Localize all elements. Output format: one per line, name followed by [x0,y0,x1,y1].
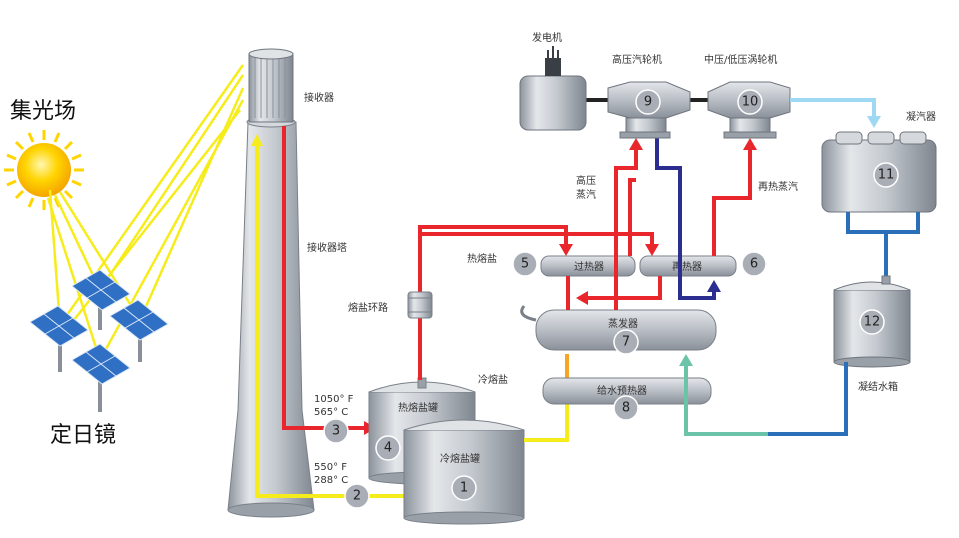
badge-3: 3 [323,418,349,444]
heliostat-3 [109,299,169,362]
tower-hot-pipe [282,126,336,430]
condenser-label: 凝汽器 [906,110,936,123]
arrow-to-hp-turbine [629,138,643,150]
generator [519,46,587,131]
hot-temp-c: 565° C [314,407,348,418]
reheat-steam-label: 再热蒸汽 [758,180,798,193]
generator-label: 发电机 [532,31,562,44]
hot-temp-f: 1050° F [314,394,354,405]
heliostat-field-label: 集光场 [10,99,76,124]
sun-rays [46,189,142,361]
receiver-tower-label: 接收器塔 [307,241,347,254]
receiver-label: 接收器 [304,91,334,104]
feedwater-preheater: 给水预热器 [542,377,712,405]
svg-text:2: 2 [353,489,361,504]
mlp-turbine-label: 中压/低压涡轮机 [704,53,777,66]
badge-12: 12 [859,309,885,335]
badge-2: 2 [344,483,370,509]
receiver-tower [227,48,315,518]
svg-text:4: 4 [384,441,392,456]
svg-text:1: 1 [460,481,468,496]
badge-7: 7 [613,329,639,355]
cold-temp-c: 288° C [314,475,348,486]
cold-salt-label: 冷熔盐 [478,373,508,386]
svg-text:5: 5 [521,257,529,272]
arrow-to-mlp-turbine [743,138,757,150]
reheater-label: 再热器 [672,260,702,273]
hot-tank-label: 热熔盐罐 [398,401,438,414]
hp-steam-line [614,150,638,310]
hp-turbine-label: 高压汽轮机 [612,53,662,66]
heliostat-4 [71,343,131,412]
arrow-to-reheater [645,244,659,256]
badge-4: 4 [375,435,401,461]
badge-10: 10 [737,89,763,115]
svg-text:6: 6 [750,257,758,272]
condensate-tank-label: 凝结水箱 [858,380,898,393]
cold-salt-return [524,400,569,442]
svg-text:10: 10 [742,95,759,110]
arrow-internal [576,291,588,305]
superheater-label: 过热器 [574,260,604,273]
svg-text:11: 11 [878,168,895,183]
sun-icon [4,130,84,210]
arrow-to-preheater [679,354,693,366]
badge-8: 8 [613,395,639,421]
arrow-to-superheater [559,244,573,256]
steam-to-condenser [790,98,876,118]
hot-salt-label: 热熔盐 [467,252,497,265]
svg-text:12: 12 [864,315,881,330]
salt-loop-valve [407,291,433,319]
badge-11: 11 [873,162,899,188]
heliostat-field: 集光场 [4,64,245,448]
badge-1: 1 [451,475,477,501]
heliostat-1 [29,305,89,372]
hot-salt-internal [566,276,662,310]
cold-tank-label: 冷熔盐罐 [440,452,480,465]
condenser-outlet [846,212,920,234]
salt-loop-label: 熔盐环路 [348,301,388,314]
evaporator-label: 蒸发器 [608,317,638,330]
svg-text:8: 8 [622,401,630,416]
badge-9: 9 [635,89,661,115]
reheater: 再热器 [639,255,737,277]
hp-steam-label-1: 高压 [576,174,596,187]
preheater-label: 给水预热器 [597,384,647,397]
cold-temp-f: 550° F [314,462,347,473]
superheater: 过热器 [540,255,636,277]
condensate-tank [833,275,911,368]
tower-cold-pipe [251,134,346,498]
cold-salt-tank: 冷熔盐罐 [403,419,525,525]
heliostat-2 [71,269,131,330]
feedwater-line-green [684,364,768,436]
hp-exhaust-line [655,138,716,300]
svg-text:9: 9 [644,95,652,110]
svg-text:7: 7 [622,335,630,350]
badge-6: 6 [741,251,767,277]
arrow-to-reheater-blue [707,280,721,292]
feedwater-line-blue [768,362,848,436]
arrow-to-condenser [867,116,881,128]
receiver [248,48,294,123]
svg-text:3: 3 [332,424,340,439]
badge-5: 5 [512,251,538,277]
reheat-steam-line [712,150,752,256]
heliostat-label: 定日镜 [50,423,116,448]
hp-steam-label-2: 蒸汽 [576,188,596,201]
